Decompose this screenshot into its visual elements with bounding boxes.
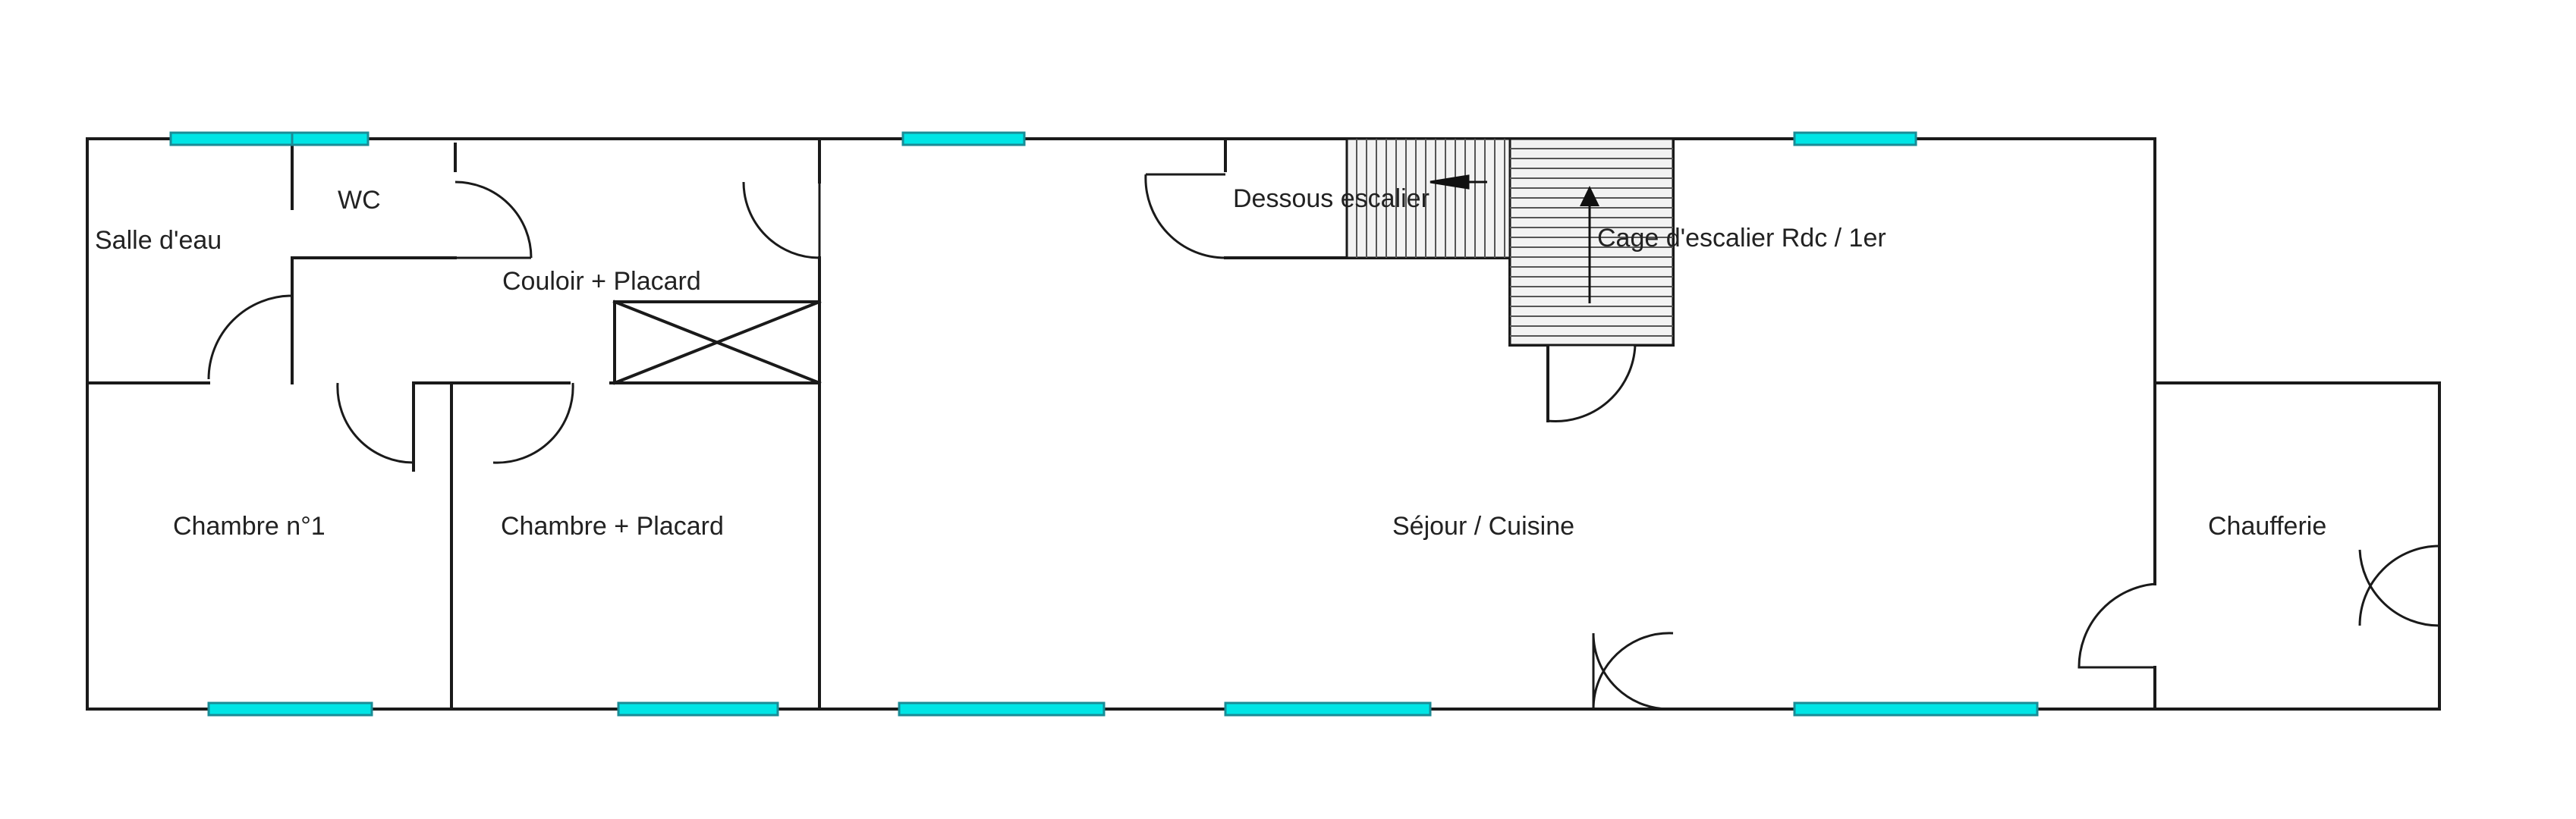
window-chambre-placard bbox=[617, 701, 779, 717]
window-sejour-1 bbox=[898, 701, 1106, 717]
windows bbox=[169, 131, 2039, 717]
wc-door bbox=[454, 180, 533, 259]
bedroom-1-door bbox=[336, 382, 414, 464]
label-chambre-placard: Chambre + Placard bbox=[501, 512, 724, 541]
room-labels: Salle d'eau WC Couloir + Placard Dessous… bbox=[95, 184, 2326, 541]
window-wc bbox=[291, 131, 370, 146]
closet-placard bbox=[612, 300, 822, 385]
interior-walls bbox=[86, 137, 2441, 711]
label-chaufferie: Chaufferie bbox=[2208, 512, 2326, 541]
boiler-exterior-door bbox=[2358, 544, 2440, 627]
label-wc: WC bbox=[338, 186, 381, 215]
entrance-door bbox=[1592, 632, 1674, 711]
label-sejour-cuisine: Séjour / Cuisine bbox=[1392, 512, 1574, 541]
main-stairs bbox=[1508, 137, 1675, 347]
window-sejour-3 bbox=[1793, 701, 2039, 717]
stair-cage-door bbox=[1547, 344, 1637, 422]
label-dessous-escalier: Dessous escalier bbox=[1233, 184, 1430, 213]
corridor-door bbox=[742, 181, 821, 259]
doors bbox=[207, 173, 2440, 711]
label-couloir: Couloir + Placard bbox=[502, 267, 701, 296]
staircases bbox=[1345, 137, 1675, 347]
bathroom-door bbox=[207, 294, 293, 380]
window-cage-escalier bbox=[1793, 131, 1917, 146]
window-top-middle bbox=[901, 131, 1026, 146]
bedroom-2-door bbox=[492, 382, 574, 464]
boiler-room-door bbox=[2077, 582, 2156, 669]
window-sejour-2 bbox=[1224, 701, 1432, 717]
stairs-arrow-left-icon bbox=[1430, 174, 1487, 190]
window-chambre-1 bbox=[207, 701, 373, 717]
outer-walls bbox=[86, 137, 2441, 711]
label-salle-deau: Salle d'eau bbox=[95, 226, 222, 255]
label-cage-escalier: Cage d'escalier Rdc / 1er bbox=[1597, 224, 1886, 253]
window-salle-deau bbox=[169, 131, 294, 146]
label-chambre-1: Chambre n°1 bbox=[173, 512, 326, 541]
understairs-door bbox=[1144, 173, 1226, 259]
